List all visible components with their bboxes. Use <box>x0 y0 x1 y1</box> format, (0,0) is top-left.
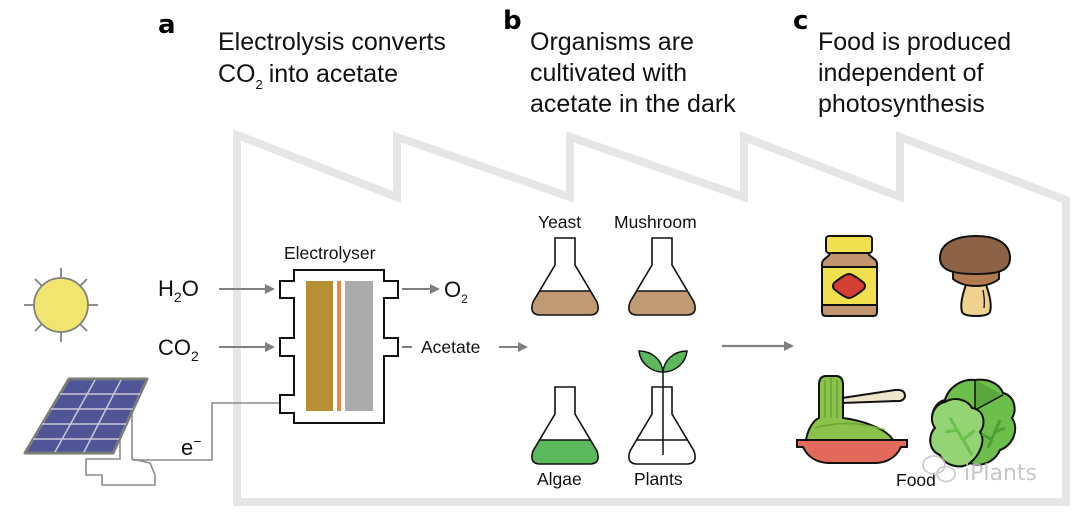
watermark: iPlants <box>922 455 1037 486</box>
panel-letter-a: a <box>158 10 176 40</box>
heading-b-line2: cultivated with <box>530 59 687 87</box>
sprout-icon <box>638 350 688 455</box>
electron-wire <box>132 402 281 461</box>
solar-panel-icon <box>23 377 156 486</box>
factory-outline <box>233 129 1070 506</box>
organism-label-mushroom: Mushroom <box>614 212 697 232</box>
sun-icon <box>24 268 98 342</box>
electrolyser-membrane <box>337 281 341 411</box>
input-h2o-label: H2O <box>158 276 199 305</box>
heading-c-line3: photosynthesis <box>818 90 985 118</box>
flask-sprout-plants-icon <box>628 386 696 465</box>
organism-label-plants: Plants <box>634 469 683 489</box>
heading-c-line1: Food is produced <box>818 28 1011 56</box>
heading-b-line3: acetate in the dark <box>530 90 736 118</box>
input-co2-label: CO2 <box>158 335 199 364</box>
electrolyser-label: Electrolyser <box>284 243 376 263</box>
organism-label-yeast: Yeast <box>538 212 581 232</box>
panel-letter-b: b <box>503 6 522 36</box>
heading-b-line1: Organisms are <box>530 28 694 56</box>
electron-label: e− <box>181 433 201 460</box>
electrolyser-cathode <box>345 281 373 411</box>
mushroom-icon <box>938 234 1012 318</box>
panel-letter-c: c <box>793 6 808 36</box>
electrolyser-anode <box>306 281 333 411</box>
svg-text:iPlants: iPlants <box>964 461 1037 486</box>
flask-algae-icon <box>531 386 599 465</box>
lettuce-icon <box>929 378 1017 468</box>
food-label: Food <box>896 470 936 490</box>
organism-label-algae: Algae <box>537 469 582 489</box>
output-o2-label: O2 <box>444 277 468 306</box>
flask-mushroom-icon <box>628 237 696 316</box>
heading-a-line1: Electrolysis converts <box>218 28 446 56</box>
wechat-icon <box>922 455 956 483</box>
flask-yeast-icon <box>531 237 599 316</box>
output-acetate-label: Acetate <box>421 337 480 357</box>
jar-icon <box>821 235 878 317</box>
noodle-bowl-icon <box>796 375 908 464</box>
heading-c-line2: independent of <box>818 59 983 87</box>
